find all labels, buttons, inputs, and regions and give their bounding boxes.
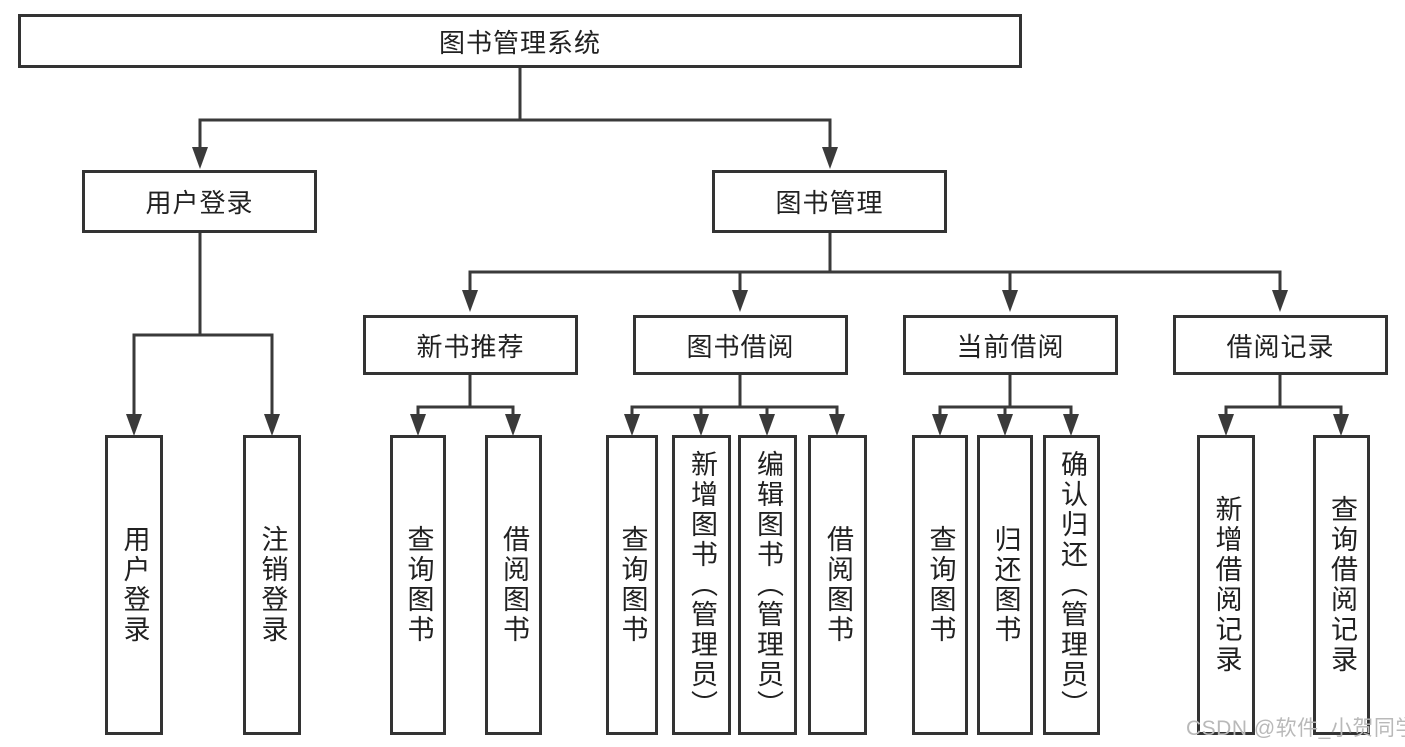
arrowheads bbox=[126, 147, 1349, 436]
node-book-management-label: 图书管理 bbox=[775, 188, 884, 218]
node-new-book-recommend: 新书推荐 bbox=[363, 315, 578, 375]
leaf-recommend-borrow-books-label: 借阅图书 bbox=[499, 525, 529, 645]
leaf-current-query-books-label: 查询图书 bbox=[925, 525, 956, 645]
node-borrow-records: 借阅记录 bbox=[1173, 315, 1388, 375]
leaf-logout-label: 注销登录 bbox=[257, 525, 288, 645]
node-borrow-records-label: 借阅记录 bbox=[1226, 331, 1335, 362]
node-book-management: 图书管理 bbox=[712, 170, 947, 233]
leaf-return-books-label: 归还图书 bbox=[990, 525, 1021, 645]
leaf-query-borrow-record-label: 查询借阅记录 bbox=[1327, 495, 1357, 675]
leaf-recommend-borrow-books: 借阅图书 bbox=[485, 435, 542, 735]
leaf-user-login-label: 用户登录 bbox=[119, 525, 150, 645]
leaf-borrow-books: 借阅图书 bbox=[808, 435, 867, 735]
leaf-add-borrow-record: 新增借阅记录 bbox=[1197, 435, 1255, 735]
leaf-current-query-books: 查询图书 bbox=[912, 435, 968, 735]
leaf-query-borrow-record: 查询借阅记录 bbox=[1313, 435, 1370, 735]
node-book-borrow: 图书借阅 bbox=[633, 315, 848, 375]
leaf-borrow-query-books-label: 查询图书 bbox=[617, 525, 648, 645]
node-user-login: 用户登录 bbox=[82, 170, 317, 233]
leaf-confirm-return-admin-label: 确认归还（管理员） bbox=[1057, 450, 1087, 720]
leaf-recommend-query-books: 查询图书 bbox=[390, 435, 446, 735]
csdn-watermark: CSDN @软件_小贺同学 bbox=[1186, 717, 1405, 740]
leaf-edit-books-admin: 编辑图书（管理员） bbox=[738, 435, 797, 735]
leaf-logout: 注销登录 bbox=[243, 435, 301, 735]
node-root-system: 图书管理系统 bbox=[18, 14, 1022, 68]
leaf-confirm-return-admin: 确认归还（管理员） bbox=[1043, 435, 1100, 735]
leaf-add-books-admin-label: 新增图书（管理员） bbox=[687, 450, 717, 720]
leaf-user-login: 用户登录 bbox=[105, 435, 163, 735]
leaf-borrow-query-books: 查询图书 bbox=[606, 435, 658, 735]
leaf-add-books-admin: 新增图书（管理员） bbox=[672, 435, 731, 735]
node-current-borrow: 当前借阅 bbox=[903, 315, 1118, 375]
node-root-label: 图书管理系统 bbox=[438, 27, 601, 58]
leaf-recommend-query-books-label: 查询图书 bbox=[403, 525, 434, 645]
node-current-borrow-label: 当前借阅 bbox=[956, 331, 1065, 362]
leaf-edit-books-admin-label: 编辑图书（管理员） bbox=[753, 450, 783, 720]
leaf-borrow-books-label: 借阅图书 bbox=[823, 525, 853, 645]
leaf-add-borrow-record-label: 新增借阅记录 bbox=[1211, 495, 1242, 675]
node-new-book-recommend-label: 新书推荐 bbox=[416, 331, 525, 362]
node-book-borrow-label: 图书借阅 bbox=[686, 331, 795, 362]
node-user-login-label: 用户登录 bbox=[145, 188, 254, 218]
leaf-return-books: 归还图书 bbox=[977, 435, 1033, 735]
